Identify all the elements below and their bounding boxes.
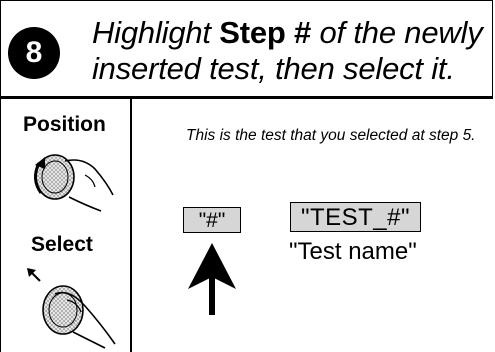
step-number-badge: 8 — [8, 27, 60, 79]
instruction-prefix: Highlight — [92, 15, 220, 50]
position-label: Position — [23, 113, 106, 136]
test-name-text: "Test name" — [289, 238, 417, 265]
press-knob-icon — [27, 268, 116, 349]
instruction-line1-suffix: of the newly — [311, 15, 483, 50]
up-arrow-icon — [188, 243, 236, 315]
select-label: Select — [31, 233, 93, 256]
instruction-header: 8 Highlight Step # of the newly inserted… — [0, 0, 493, 99]
control-column: Position Select — [0, 99, 132, 352]
instruction-text: Highlight Step # of the newly inserted t… — [92, 15, 492, 87]
instruction-emphasis: Step # — [219, 15, 312, 50]
rotate-knob-icon — [34, 154, 114, 212]
test-id-field: "TEST_#" — [290, 202, 421, 232]
selection-note: This is the test that you selected at st… — [186, 127, 476, 144]
instruction-line2: inserted test, then select it. — [92, 51, 455, 86]
step-number-field[interactable]: "#" — [183, 207, 241, 233]
